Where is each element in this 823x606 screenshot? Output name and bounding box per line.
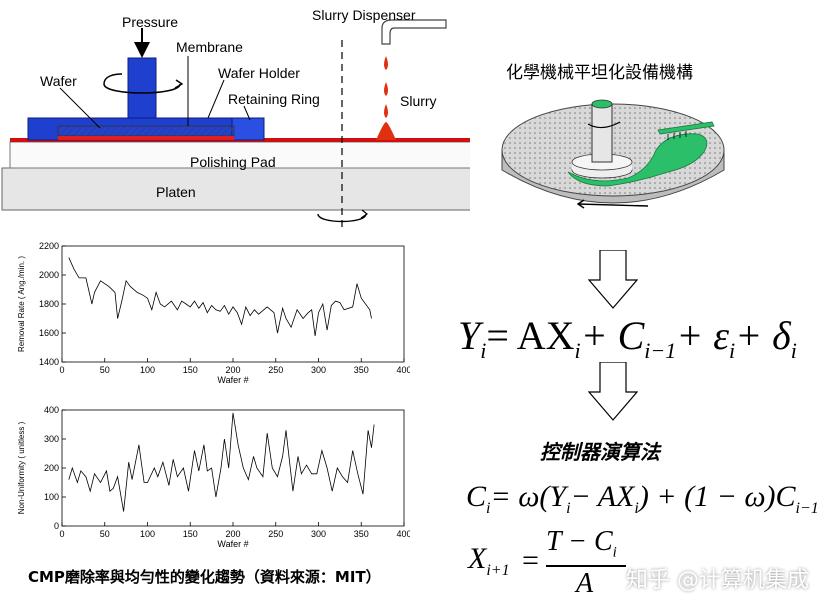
platen <box>1 167 470 211</box>
retaining-ring <box>231 117 265 141</box>
plot-frame <box>61 409 405 527</box>
algorithm-title: 控制器演算法 <box>540 440 660 464</box>
equation-x-numerator: T − Ci <box>546 526 617 561</box>
y-tick-label: 100 <box>44 492 59 502</box>
label-retaining-ring: Retaining Ring <box>228 91 320 107</box>
y-tick-label: 1400 <box>39 357 59 367</box>
equation-x-denominator: A <box>576 568 594 599</box>
series-line <box>68 257 372 336</box>
y-axis-label: Non-Uniformity ( unitless ) <box>17 421 26 514</box>
x-tick-label: 400 <box>396 365 410 375</box>
polishing-pad <box>9 141 470 169</box>
x-tick-label: 0 <box>59 529 64 539</box>
x-tick-label: 100 <box>140 529 155 539</box>
y-tick-label: 2200 <box>39 241 59 251</box>
y-tick-label: 200 <box>44 463 59 473</box>
label-polishing-pad: Polishing Pad <box>190 154 276 170</box>
x-tick-label: 200 <box>225 365 240 375</box>
equation-c: Ci= ω(Yi− AXi) + (1 − ω)Ci−1 <box>466 480 819 517</box>
x-axis-label: Wafer # <box>217 375 248 385</box>
label-wafer-holder: Wafer Holder <box>218 65 300 81</box>
label-slurry: Slurry <box>400 93 437 109</box>
equation-main: Yi= AXi+ Ci−1+ εi+ δi <box>458 313 797 363</box>
holder-shaft <box>127 57 157 119</box>
y-tick-label: 300 <box>44 434 59 444</box>
series-line <box>68 412 375 512</box>
slurry-pool <box>376 122 396 140</box>
equation-x: Xi+1 <box>468 542 510 579</box>
equation-x-equals: = <box>522 544 539 577</box>
cmp-equipment-illustration <box>501 99 725 209</box>
cmp-schematic <box>1 19 470 228</box>
x-tick-label: 350 <box>354 365 369 375</box>
x-tick-label: 100 <box>140 365 155 375</box>
y-tick-label: 1800 <box>39 299 59 309</box>
y-tick-label: 400 <box>44 405 59 415</box>
x-tick-label: 300 <box>311 365 326 375</box>
slurry-drop-icon <box>384 56 388 70</box>
x-tick-label: 250 <box>268 365 283 375</box>
x-axis-label: Wafer # <box>217 539 248 549</box>
label-slurry-dispenser: Slurry Dispenser <box>312 7 416 23</box>
label-membrane: Membrane <box>176 39 243 55</box>
x-tick-label: 50 <box>100 529 110 539</box>
plot-frame <box>61 245 405 363</box>
y-tick-label: 2000 <box>39 270 59 280</box>
x-tick-label: 250 <box>268 529 283 539</box>
down-arrow-icon <box>588 250 638 309</box>
label-platen: Platen <box>156 184 196 200</box>
y-tick-label: 1600 <box>39 328 59 338</box>
x-tick-label: 50 <box>100 365 110 375</box>
non-uniformity-chart: 0 50 100 150 200 250 300 350 400 0 100 200 300 400Waf… <box>17 405 410 549</box>
label-wafer: Wafer <box>40 73 77 89</box>
x-tick-label: 400 <box>396 529 410 539</box>
down-arrow-icon <box>588 362 638 421</box>
removal-rate-chart: 0 50 100 150 200 250 300 350 400 1400 1600 1800 2000… <box>17 241 410 385</box>
watermark: 知乎 @计算机集成 <box>626 568 809 593</box>
wafer-layer <box>58 136 234 140</box>
slurry-drop-icon <box>384 104 388 118</box>
membrane <box>57 125 235 137</box>
green-slurry <box>567 133 708 187</box>
y-axis-label: Removal Rate ( Ang./min. ) <box>17 256 26 352</box>
x-tick-label: 0 <box>59 365 64 375</box>
rotation-arrow <box>103 83 181 94</box>
equipment-title: 化學機械平坦化設備機構 <box>506 63 693 83</box>
slurry-drop-icon <box>384 82 388 96</box>
y-tick-label: 0 <box>54 521 59 531</box>
slurry-dispenser-icon <box>381 19 447 45</box>
x-tick-label: 200 <box>225 529 240 539</box>
fraction-bar <box>546 565 626 567</box>
x-tick-label: 300 <box>311 529 326 539</box>
x-tick-label: 350 <box>354 529 369 539</box>
caption: CMP磨除率與均勻性的變化趨勢（資料來源：MIT） <box>28 568 381 586</box>
carrier-shaft <box>591 103 613 163</box>
label-pressure: Pressure <box>122 14 179 30</box>
dispenser-arm <box>657 121 715 135</box>
x-tick-label: 150 <box>183 529 198 539</box>
x-tick-label: 150 <box>183 365 198 375</box>
